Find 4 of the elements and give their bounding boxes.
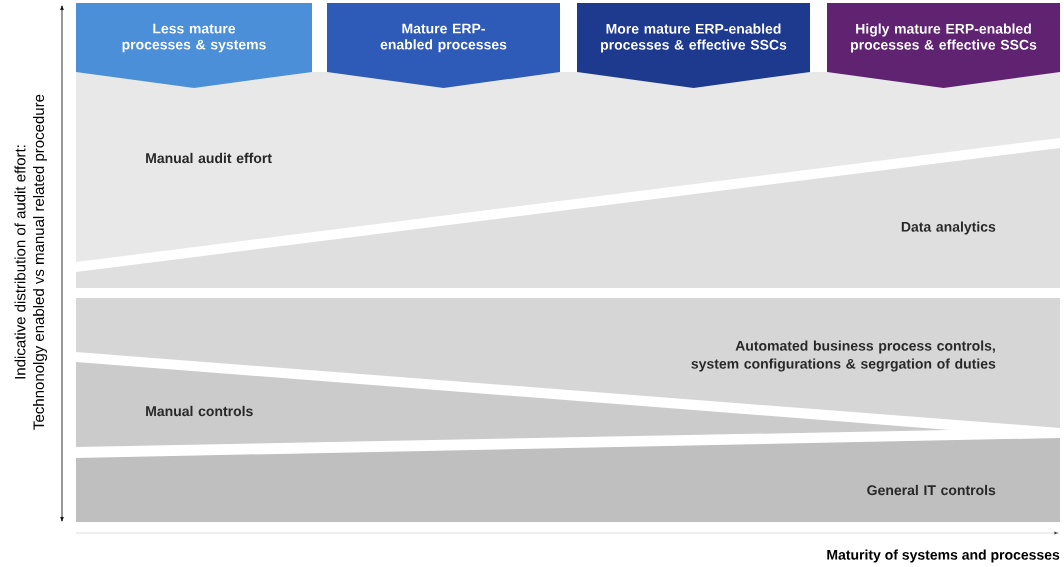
axis-title: Technonolgy enabled vs manual related procedure <box>33 94 47 430</box>
axis-title: Indicative distribution of audit effort: <box>14 145 26 379</box>
region-band: General IT controls <box>76 438 1060 522</box>
axis-title: Maturity of systems and processes <box>827 549 1060 563</box>
